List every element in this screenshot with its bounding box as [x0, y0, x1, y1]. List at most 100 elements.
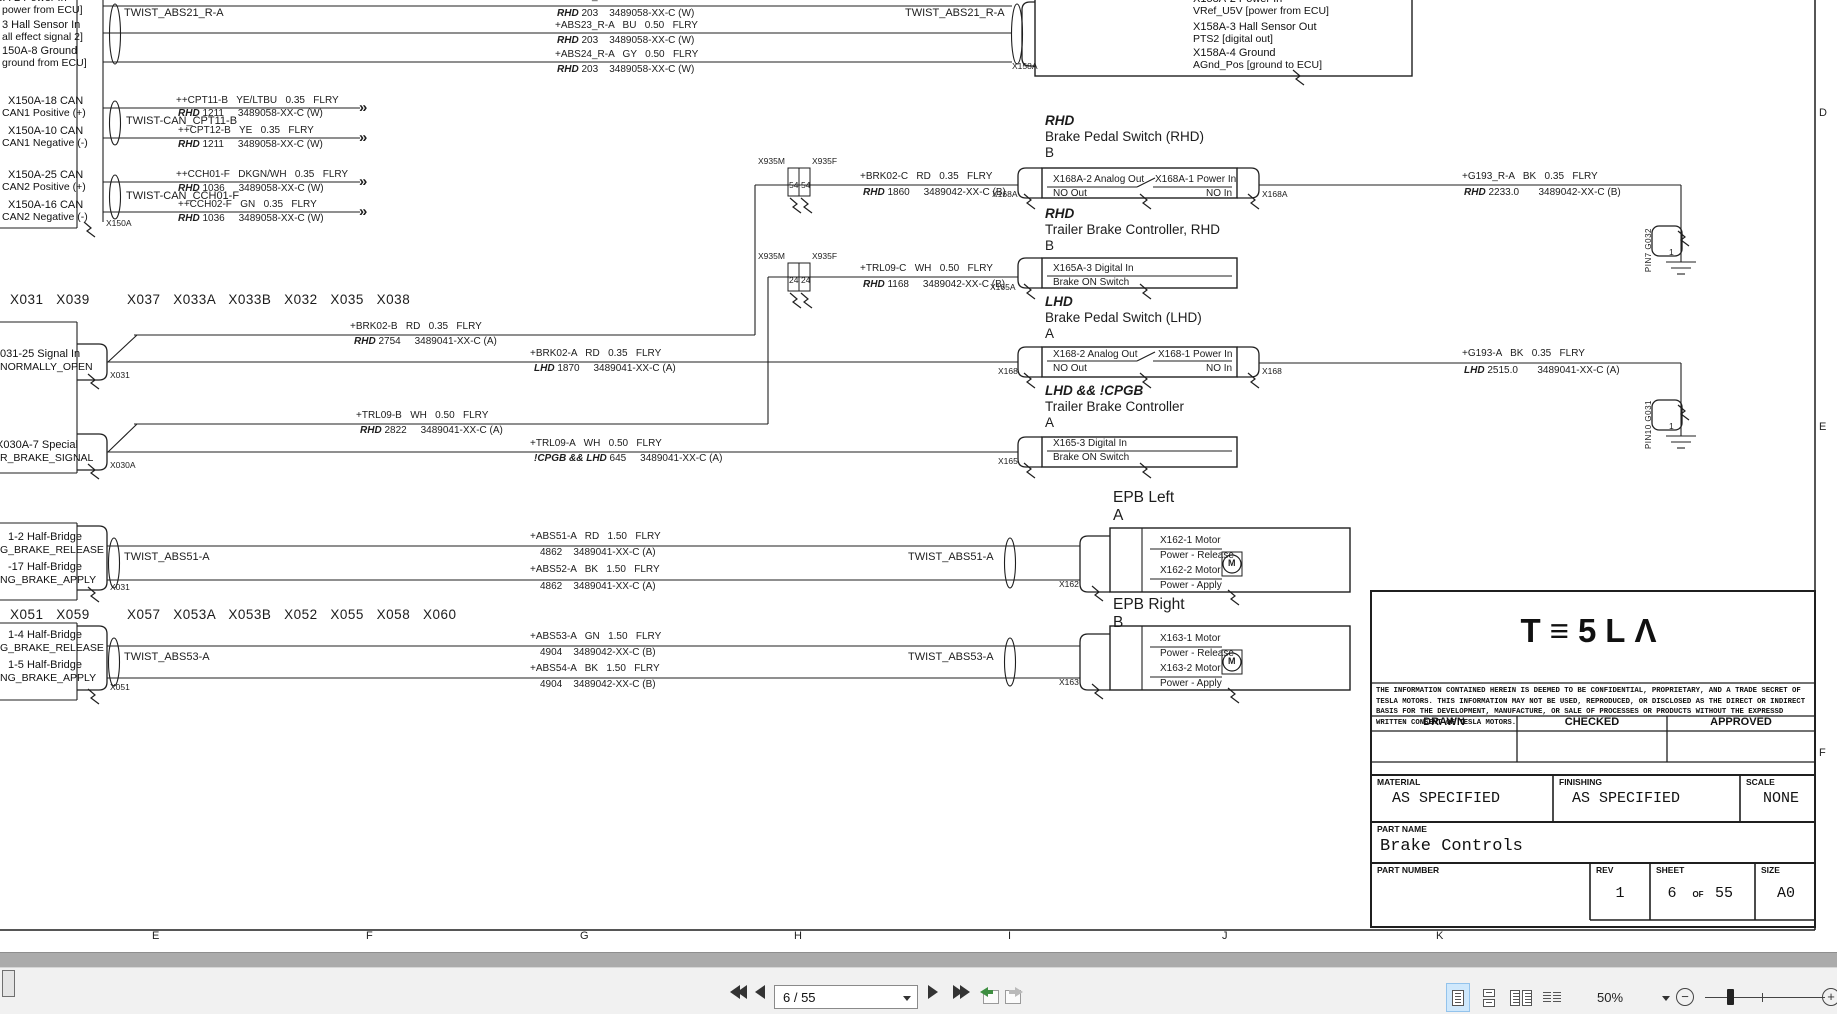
- connector-label: X030A: [110, 460, 136, 470]
- connector-label: X163: [1059, 677, 1079, 687]
- break-squiggle-icon: [1023, 283, 1036, 300]
- connector-label: X168A: [992, 189, 1018, 199]
- break-squiggle-icon: [1139, 283, 1152, 300]
- ground-label: PIN10 G031: [1644, 400, 1653, 450]
- pin-label: X150A-10 CAN: [8, 125, 84, 137]
- green-back-arrow-icon: [980, 987, 988, 997]
- connector-bracket: [77, 625, 108, 691]
- zoom-slider-handle[interactable]: [1727, 989, 1734, 1005]
- box-pin-label: Brake ON Switch: [1053, 452, 1130, 463]
- grid-letter: G: [580, 930, 589, 942]
- twisted-pair-icon: [1003, 537, 1017, 589]
- connector-label: X165A: [990, 282, 1016, 292]
- next-view-button-disabled[interactable]: [1005, 987, 1024, 1004]
- flow-arrow: »: [359, 203, 367, 220]
- box-pin-label: X165-3 Digital In: [1053, 438, 1127, 449]
- pin-sublabel: PTS2 [digital out]: [1193, 33, 1273, 45]
- pin-label: X158A-2 Power In: [1193, 0, 1282, 5]
- connector-bracket: [1237, 346, 1260, 378]
- section-title: EPB Left: [1113, 489, 1175, 506]
- zoom-dropdown-caret-icon[interactable]: [1662, 996, 1670, 1001]
- wire-label: 4862 3489041-XX-C (A): [540, 547, 656, 558]
- sheet-label: SHEET: [1656, 865, 1685, 875]
- last-page-button[interactable]: [948, 981, 974, 1003]
- material-value: AS SPECIFIED: [1392, 790, 1501, 807]
- component-box: [1041, 167, 1238, 199]
- zoom-out-button[interactable]: −: [1676, 988, 1694, 1006]
- wire-label: RHD 2754 3489041-XX-C (A): [354, 336, 497, 347]
- wire-diagonal: [107, 423, 138, 453]
- pin-sublabel: ground from ECU]: [2, 57, 87, 69]
- pin-sublabel: CAN1 Positive (+): [2, 107, 86, 119]
- box-pin-label: X168A-1 Power In: [1155, 174, 1237, 185]
- single-page-layout-button[interactable]: [1446, 983, 1470, 1012]
- facing-pages-layout-button[interactable]: [1509, 983, 1533, 1012]
- wire-label: +ABS51-A RD 1.50 FLRY: [530, 531, 661, 542]
- pin-label: -17 Half-Bridge: [8, 561, 82, 573]
- connector-label: X165: [998, 456, 1018, 466]
- horizontal-scrollbar[interactable]: [0, 952, 1837, 968]
- viewer-toolbar: 6 / 55 50: [0, 967, 1837, 1014]
- next-page-button[interactable]: [925, 981, 941, 1003]
- twisted-pair-icon: [108, 100, 122, 146]
- zoom-level-value[interactable]: 50%: [1597, 990, 1624, 1005]
- box-pin-label: Power - Release: [1160, 648, 1234, 659]
- section-title: Brake Pedal Switch (RHD): [1045, 129, 1205, 144]
- wire-label: +TRL09-B WH 0.50 FLRY: [356, 410, 489, 421]
- box-pin-label: X165A-3 Digital In: [1053, 263, 1134, 274]
- facing-continuous-layout-button[interactable]: [1540, 983, 1564, 1012]
- panel-corner-box[interactable]: [2, 970, 15, 997]
- rev-value: 1: [1615, 885, 1625, 902]
- box-pin-label: X162-1 Motor: [1160, 535, 1221, 546]
- box-pin-label: NO Out: [1053, 188, 1087, 199]
- continuous-layout-button[interactable]: [1477, 983, 1501, 1012]
- component-box: [798, 167, 811, 197]
- size-label: SIZE: [1761, 865, 1780, 875]
- wire-label: +ABS52-A BK 1.50 FLRY: [530, 564, 660, 575]
- zoom-slider-center-tick: [1762, 993, 1763, 1002]
- connector-bracket: [77, 343, 108, 381]
- wire-label: RHD 1211 3489058-XX-C (W): [178, 139, 323, 150]
- pin-sublabel: all effect signal 2]: [2, 31, 83, 43]
- box-pin-label: NO In: [1206, 188, 1233, 199]
- connector-label: X935F: [812, 251, 838, 261]
- box-pin-label: Brake ON Switch: [1053, 277, 1130, 288]
- break-squiggle-icon: [87, 463, 100, 480]
- pin-label: 3 Hall Sensor In: [2, 19, 81, 31]
- break-squiggle-icon: [87, 586, 100, 603]
- wire-label: 4904 3489042-XX-C (B): [540, 679, 656, 690]
- grid-letter: H: [794, 930, 802, 942]
- pin-number: 24: [801, 275, 811, 285]
- connector-header: X037 X033A X033B X032 X035 X038: [127, 292, 411, 307]
- connector-bracket: [1237, 167, 1260, 199]
- connector-header: X057 X053A X053B X052 X055 X058 X060: [127, 607, 457, 622]
- break-squiggle-icon: [1023, 462, 1036, 479]
- part-number-label: PART NUMBER: [1377, 865, 1440, 875]
- twist-label: TWIST_ABS53-A: [908, 651, 994, 663]
- first-page-button[interactable]: [725, 981, 751, 1003]
- wire-diagonal: [1136, 177, 1156, 188]
- wire-label: 4862 3489041-XX-C (A): [540, 581, 656, 592]
- wire-label: ++CPT12-B YE 0.35 FLRY: [178, 125, 314, 136]
- component-box: [798, 262, 811, 292]
- break-squiggle-icon: [1247, 193, 1260, 210]
- break-squiggle-icon: [1677, 230, 1690, 247]
- ground-flag-icon: [1651, 399, 1683, 431]
- component-box: [1041, 257, 1238, 289]
- previous-view-button[interactable]: [980, 987, 999, 1004]
- connector-label: X935M: [758, 156, 785, 166]
- previous-page-button[interactable]: [752, 981, 768, 1003]
- connector-bracket: [1021, 1, 1035, 67]
- zoom-in-button[interactable]: +: [1822, 988, 1837, 1006]
- component-box: [1041, 346, 1238, 378]
- zoom-slider-track[interactable]: [1705, 997, 1825, 998]
- wire-label: +TRL09-C WH 0.50 FLRY: [860, 263, 993, 274]
- wire-label: +ABS22_R-A RD 0.50 FLRY: [555, 0, 699, 2]
- grid-letter: E: [1819, 421, 1827, 433]
- break-squiggle-icon: [1677, 404, 1690, 421]
- pin-label: 1-5 Half-Bridge: [8, 659, 82, 671]
- tesla-logo: T≡5LΛ: [1520, 612, 1666, 649]
- motor-circle-icon: [1222, 652, 1242, 672]
- wire-label: RHD 203 3489058-XX-C (W): [557, 64, 695, 75]
- page-number-combobox[interactable]: 6 / 55: [774, 985, 918, 1009]
